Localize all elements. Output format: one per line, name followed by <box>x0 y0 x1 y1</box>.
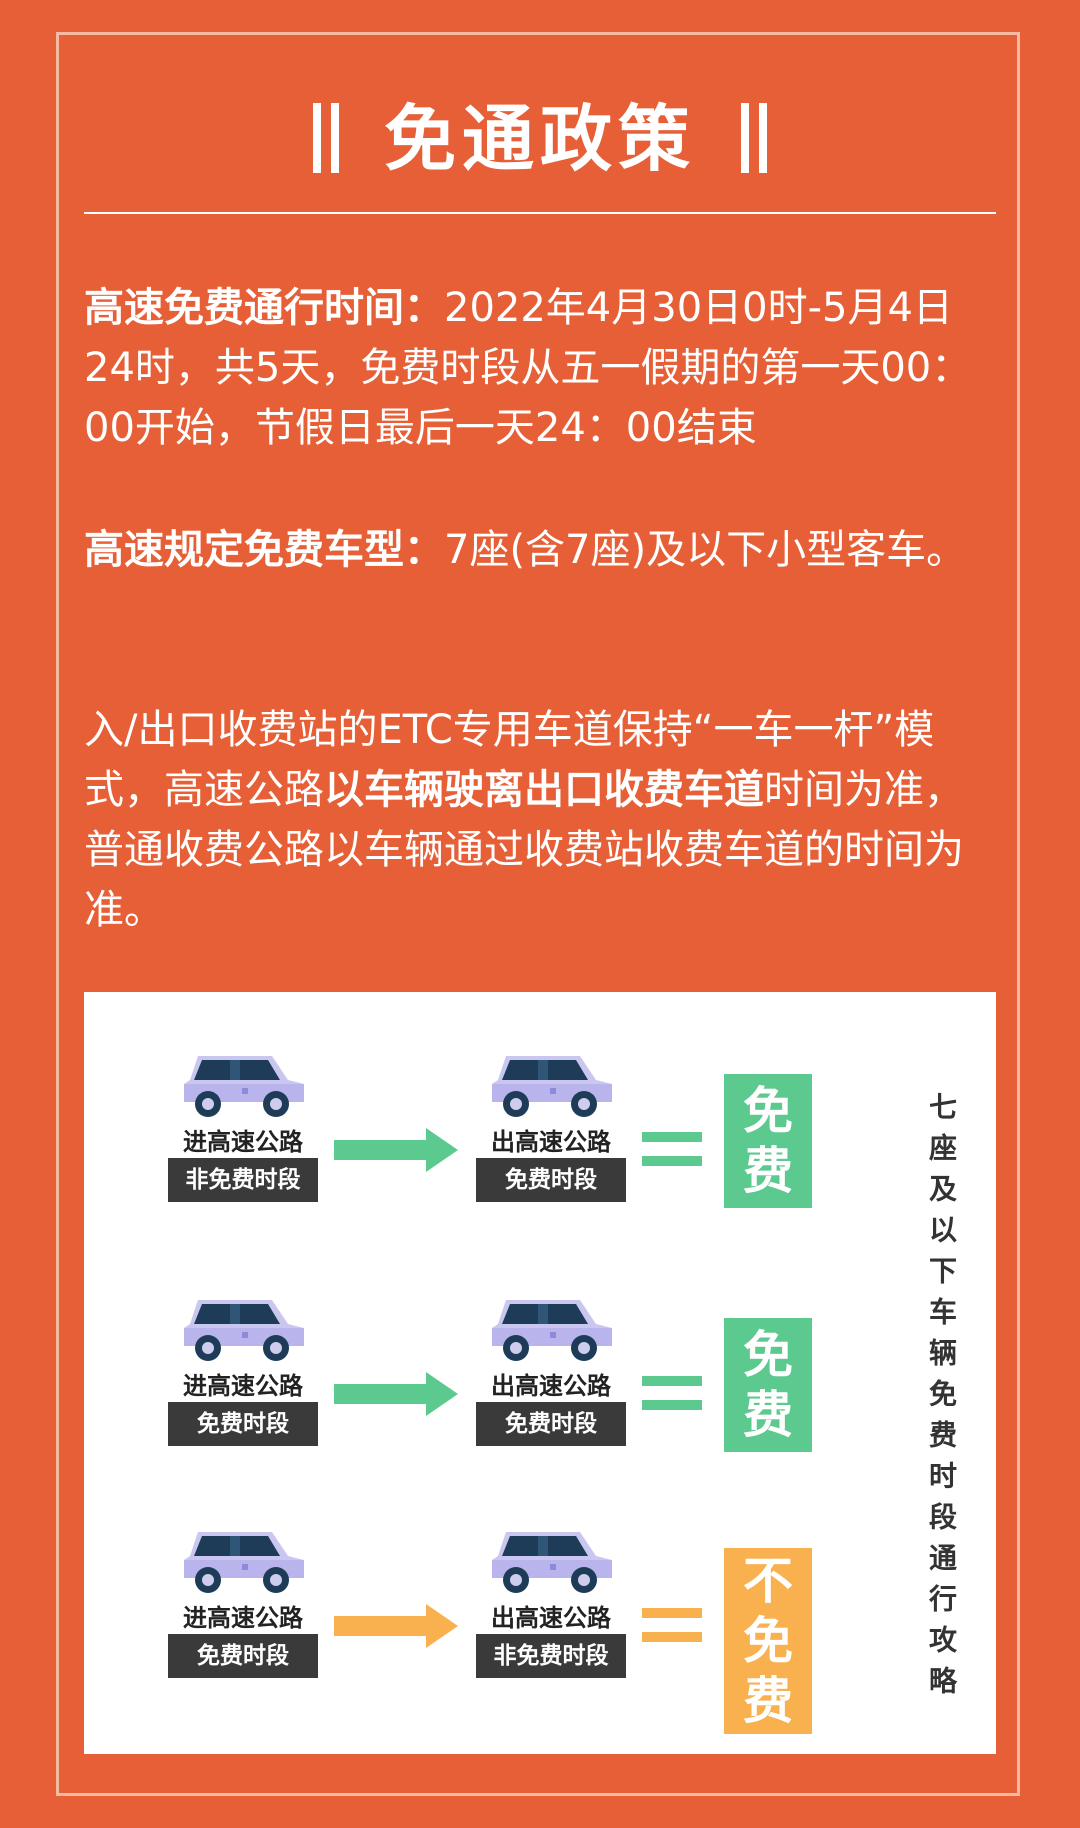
vehicle-type-label: 高速规定免费车型： <box>84 527 444 573</box>
free-time-paragraph: 高速免费通行时间：2022年4月30日0时-5月4日24时，共5天，免费时段从五… <box>84 278 1000 458</box>
result-char: 不 <box>743 1552 793 1610</box>
free-time-text: 2022年4月30日0时-5月4日24时，共5天，免费时段从五一假期的第一天00… <box>84 285 972 451</box>
exit-period-badge: 非免费时段 <box>476 1634 626 1678</box>
result-char: 费 <box>743 1672 793 1730</box>
toll-rule-text-after: 时间为准，普通收费公路以车辆通过收费站收费车道的时间为准。 <box>84 767 964 933</box>
equals-icon <box>642 1376 702 1412</box>
exit-period-badge: 免费时段 <box>476 1158 626 1202</box>
car-icon <box>180 1520 308 1596</box>
result-char: 免 <box>743 1612 793 1670</box>
result-char: 费 <box>743 1142 793 1200</box>
free-time-label: 高速免费通行时间： <box>84 285 444 331</box>
car-icon <box>180 1288 308 1364</box>
exit-period-badge: 免费时段 <box>476 1402 626 1446</box>
exit-label: 出高速公路 <box>491 1128 611 1156</box>
toll-rule-text-before: 入/出口收费站的ETC专用车道保持“一车一杆”模式，高速公路 <box>84 707 935 813</box>
car-icon <box>488 1288 616 1364</box>
vehicle-type-text: 7座(含7座)及以下小型客车。 <box>444 527 967 573</box>
exit-label: 出高速公路 <box>491 1372 611 1400</box>
entry-period-badge: 免费时段 <box>168 1402 318 1446</box>
result-badge: 免费 <box>724 1074 812 1208</box>
exit-label: 出高速公路 <box>491 1604 611 1632</box>
equals-icon <box>642 1132 702 1168</box>
arrow-right-icon <box>334 1128 458 1172</box>
result-badge: 免费 <box>724 1318 812 1452</box>
car-icon <box>488 1044 616 1120</box>
entry-label: 进高速公路 <box>183 1372 303 1400</box>
arrow-right-icon <box>334 1604 458 1648</box>
entry-period-badge: 免费时段 <box>168 1634 318 1678</box>
page-title: 免通政策 <box>383 97 696 181</box>
entry-label: 进高速公路 <box>183 1604 303 1632</box>
toll-rule-bold: 以车辆驶离出口收费车道 <box>324 767 764 813</box>
result-char: 免 <box>743 1326 793 1384</box>
car-icon <box>180 1044 308 1120</box>
scenario-panel: 进高速公路非免费时段出高速公路免费时段免费进高速公路免费时段出高速公路免费时段免… <box>84 992 996 1754</box>
toll-rule-paragraph: 入/出口收费站的ETC专用车道保持“一车一杆”模式，高速公路以车辆驶离出口收费车… <box>84 700 1000 940</box>
side-caption: 七座及以下车辆免费时段通行攻略 <box>925 1092 958 1707</box>
title-bars-right <box>736 91 772 175</box>
page-frame <box>56 32 1020 1796</box>
arrow-right-icon <box>334 1372 458 1416</box>
title-divider <box>84 212 996 214</box>
result-char: 费 <box>743 1386 793 1444</box>
equals-icon <box>642 1608 702 1644</box>
car-icon <box>488 1520 616 1596</box>
result-char: 免 <box>743 1082 793 1140</box>
page-title-block: 免通政策 <box>0 80 1080 185</box>
entry-label: 进高速公路 <box>183 1128 303 1156</box>
vehicle-type-paragraph: 高速规定免费车型：7座(含7座)及以下小型客车。 <box>84 520 1000 580</box>
title-bars-left <box>308 91 344 175</box>
entry-period-badge: 非免费时段 <box>168 1158 318 1202</box>
result-badge: 不免费 <box>724 1548 812 1734</box>
